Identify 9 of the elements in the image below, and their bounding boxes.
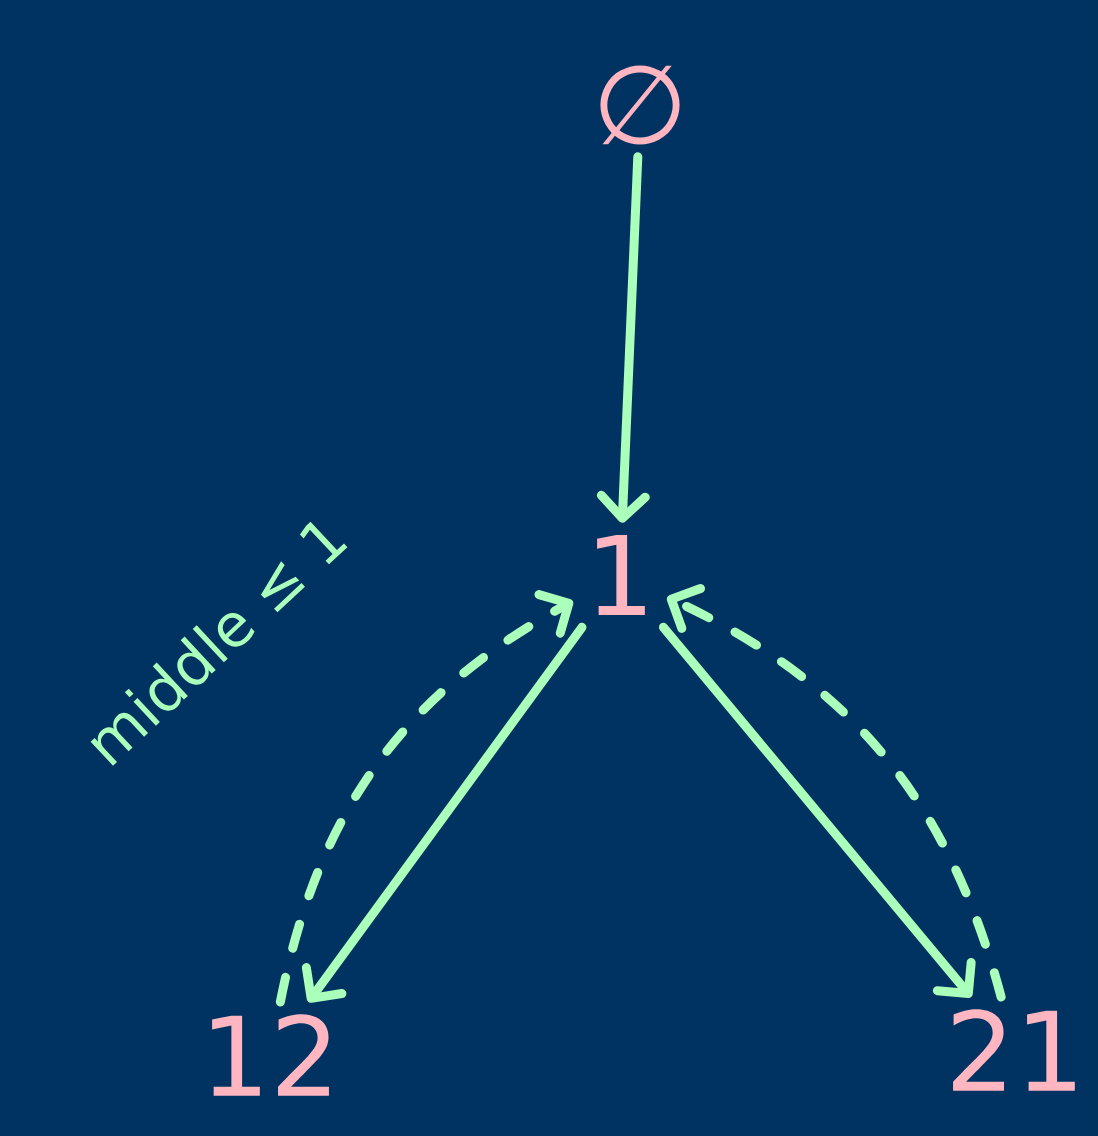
- arrow: [275, 590, 574, 1007]
- arrow: [301, 622, 587, 1003]
- arrow: [666, 584, 1006, 1002]
- arrow: [596, 152, 650, 523]
- node-label: ∅: [600, 65, 680, 145]
- node-label: 12: [212, 1014, 329, 1096]
- node-label: 21: [953, 1009, 1075, 1091]
- node-label: 1: [597, 534, 645, 616]
- arrow: [658, 622, 976, 999]
